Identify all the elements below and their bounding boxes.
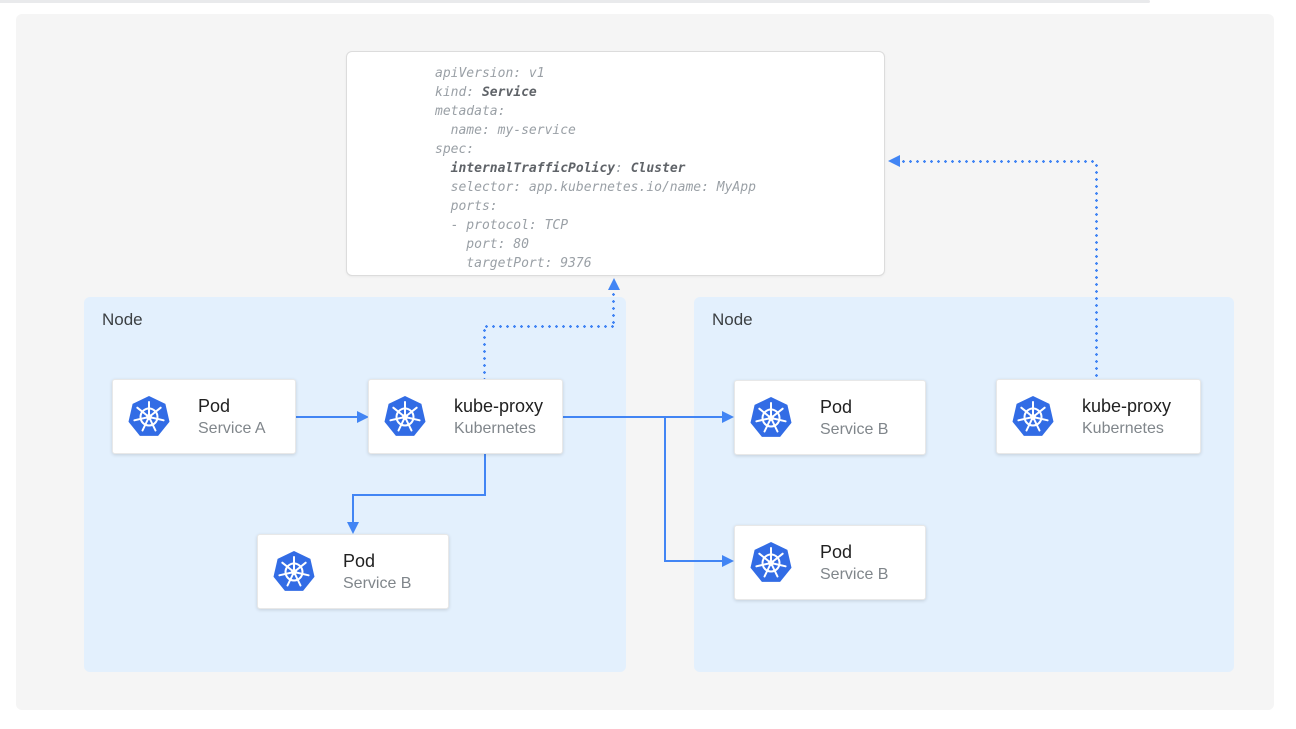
card-title: Pod	[820, 397, 853, 417]
pod-card-service-b-bottom-right: Pod Service B	[734, 525, 926, 600]
pod-card-service-b-left: Pod Service B	[257, 534, 449, 609]
dotted-kube-proxy-left-to-yaml	[612, 291, 615, 327]
card-title: Pod	[198, 396, 231, 416]
arrow-branch-vertical	[664, 416, 666, 562]
kubernetes-icon	[127, 395, 171, 439]
dotted-kube-proxy-right-across	[900, 160, 1096, 163]
arrowhead-right-icon	[722, 411, 734, 423]
card-subtitle: Service B	[820, 566, 889, 583]
arrowhead-up-icon	[608, 278, 620, 290]
arrow-branch-to-pod-b-bottom-right	[664, 560, 723, 562]
arrowhead-down-icon	[347, 522, 359, 534]
dotted-kube-proxy-left-across	[483, 325, 615, 328]
card-subtitle: Service B	[820, 421, 889, 438]
card-subtitle: Kubernetes	[1082, 420, 1164, 437]
kubernetes-icon	[749, 541, 793, 585]
arrow-kube-proxy-to-pod-b-top-right	[563, 416, 723, 418]
pod-card-service-b-top-right: Pod Service B	[734, 380, 926, 455]
arrow-pod-a-to-kube-proxy	[296, 416, 358, 418]
top-divider	[0, 0, 1150, 3]
node-label: Node	[102, 310, 143, 329]
node-box-right: Node	[694, 297, 1234, 672]
kubernetes-icon	[272, 550, 316, 594]
arrow-to-pod-b-left-vertical	[352, 494, 354, 524]
kubernetes-icon	[383, 395, 427, 439]
arrow-kube-proxy-down	[484, 454, 486, 496]
kube-proxy-card-right: kube-proxy Kubernetes	[996, 379, 1201, 454]
dotted-kube-proxy-right-up	[1095, 162, 1098, 379]
card-subtitle: Service A	[198, 420, 266, 437]
pod-card-service-a: Pod Service A	[112, 379, 296, 454]
card-subtitle: Kubernetes	[454, 420, 536, 437]
node-box-left: Node	[84, 297, 626, 672]
kubernetes-icon	[749, 396, 793, 440]
card-title: kube-proxy	[1082, 396, 1172, 416]
card-title: Pod	[343, 551, 376, 571]
kubernetes-icon	[1011, 395, 1055, 439]
kube-proxy-card-left: kube-proxy Kubernetes	[368, 379, 563, 454]
arrowhead-left-icon	[888, 155, 900, 167]
node-label: Node	[712, 310, 753, 329]
card-subtitle: Service B	[343, 575, 412, 592]
dotted-kube-proxy-left-up	[483, 327, 486, 379]
arrow-to-pod-b-left-horizontal	[352, 494, 486, 496]
arrowhead-right-icon	[722, 555, 734, 567]
arrowhead-right-icon	[357, 411, 369, 423]
card-title: Pod	[820, 542, 853, 562]
card-title: kube-proxy	[454, 396, 544, 416]
